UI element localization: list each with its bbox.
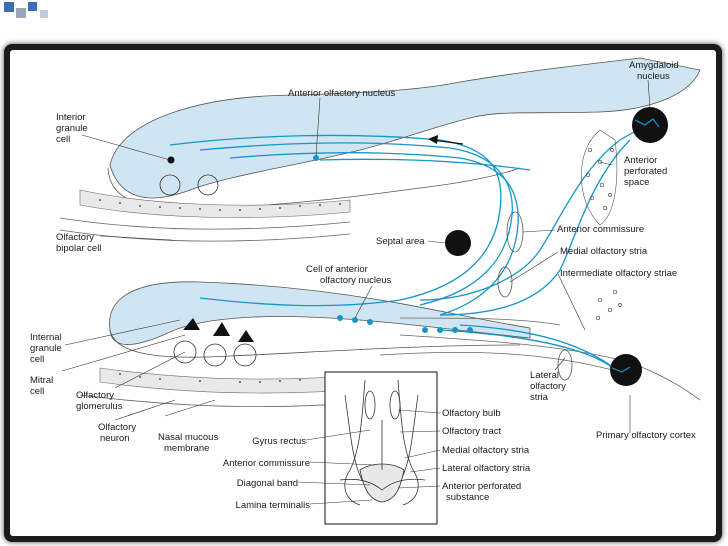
inset-label-olfactory-tract: Olfactory tract: [442, 426, 501, 437]
label-lateral-stria-3: stria: [530, 392, 549, 403]
label-interior-granule-2: granule: [56, 123, 88, 134]
label-interior-granule-1: Interior: [56, 112, 86, 123]
label-perforated-2: perforated: [624, 166, 667, 177]
olfactory-pathway-diagram: Amygdaloid nucleus Anterior olfactory nu…: [30, 57, 701, 525]
olfactory-glomeruli: [159, 174, 257, 367]
label-internal-granule-2: granule: [30, 343, 62, 354]
inset-label-lateral-stria: Lateral olfactory stria: [442, 463, 531, 474]
inset-label-gyrus-rectus: Gyrus rectus: [252, 436, 306, 447]
perforated-space-dots: [585, 147, 622, 321]
bullet-square-icon: [4, 2, 14, 12]
cribriform-dots-upper: [99, 199, 341, 211]
inset-label-diagonal-band: Diagonal band: [237, 478, 298, 489]
label-bipolar-1: Olfactory: [56, 232, 94, 243]
label-internal-granule-3: cell: [30, 354, 44, 365]
label-olfactory-neuron-1: Olfactory: [98, 422, 136, 433]
bullet-square-icon: [16, 8, 26, 18]
bullet-square-icon: [28, 2, 37, 11]
slide-top-bar: [0, 0, 728, 22]
leader-lines: [61, 79, 651, 433]
inset-label-olfactory-bulb: Olfactory bulb: [442, 408, 501, 419]
label-amygdaloid-2: nucleus: [637, 71, 670, 82]
amygdaloid-nucleus: [632, 107, 668, 143]
label-cell-anterior-2: olfactory nucleus: [320, 275, 392, 286]
diagram-panel: Amygdaloid nucleus Anterior olfactory nu…: [10, 50, 716, 536]
label-mitral-1: Mitral: [30, 375, 53, 386]
label-glomerulus-2: glomerulus: [76, 401, 123, 412]
mitral-cells: [183, 318, 254, 342]
label-septal-area: Septal area: [376, 236, 425, 247]
bulb-lower-tissue: [109, 281, 531, 345]
label-anterior-commissure: Anterior commissure: [557, 224, 644, 235]
inset-label-anterior-commissure: Anterior commissure: [223, 458, 310, 469]
bullet-square-icon: [40, 10, 48, 18]
arrow-left-icon: [428, 135, 464, 145]
label-bipolar-2: bipolar cell: [56, 243, 101, 254]
septal-area-nucleus: [445, 230, 471, 256]
inset-leader-lines: [297, 409, 441, 505]
label-lateral-stria-2: olfactory: [530, 381, 566, 392]
label-intermediate-striae: Intermediate olfactory striae: [560, 268, 677, 279]
label-amygdaloid-1: Amygdaloid: [629, 60, 679, 71]
label-perforated-1: Anterior: [624, 155, 657, 166]
inset-label-lamina-terminalis: Lamina terminalis: [236, 500, 311, 511]
label-glomerulus-1: Olfactory: [76, 390, 114, 401]
label-lateral-stria-1: Lateral: [530, 370, 559, 381]
label-nasal-mucous-1: Nasal mucous: [158, 432, 218, 443]
label-medial-stria: Medial olfactory stria: [560, 246, 648, 257]
label-cell-anterior-1: Cell of anterior: [306, 264, 368, 275]
label-anterior-olfactory-nucleus: Anterior olfactory nucleus: [288, 88, 395, 99]
inset-drawing: [339, 379, 426, 506]
inset-label-perforated-2: substance: [446, 492, 489, 503]
inset-label-perforated-1: Anterior perforated: [442, 481, 521, 492]
inset-label-medial-stria: Medial olfactory stria: [442, 445, 530, 456]
commissure-rings: [497, 211, 573, 381]
label-perforated-3: space: [624, 177, 649, 188]
cortex-upper-tissue: [109, 57, 701, 199]
label-mitral-2: cell: [30, 386, 44, 397]
label-nasal-mucous-2: membrane: [164, 443, 209, 454]
label-interior-granule-3: cell: [56, 134, 70, 145]
label-olfactory-neuron-2: neuron: [100, 433, 130, 444]
label-primary-cortex: Primary olfactory cortex: [596, 430, 696, 441]
anterior-nucleus-cells: [313, 155, 473, 333]
label-internal-granule-1: Internal: [30, 332, 62, 343]
cribriform-upper: [79, 189, 351, 218]
